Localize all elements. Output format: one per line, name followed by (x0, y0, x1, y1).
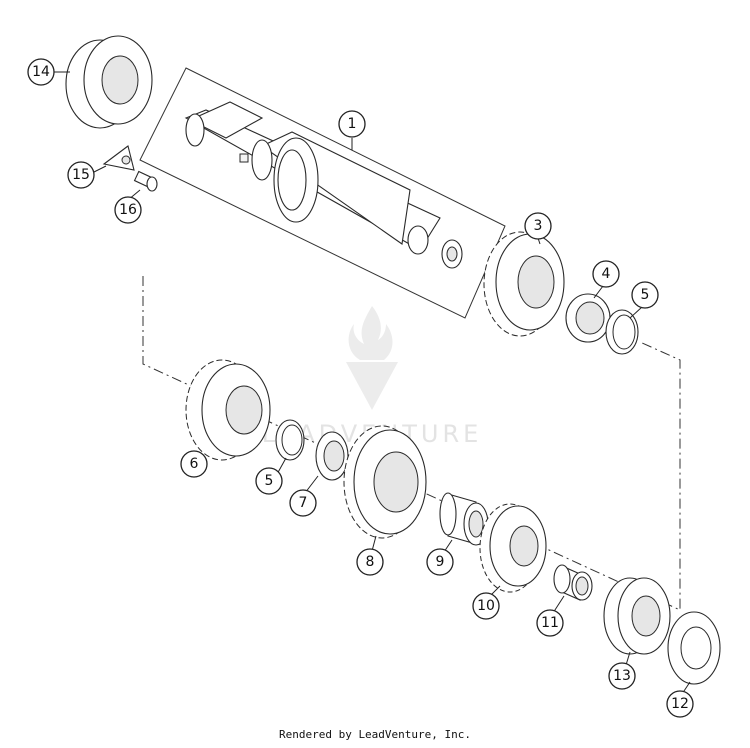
callout-3: 3 (524, 212, 552, 240)
main-shaft-frame (139, 67, 506, 319)
callout-10: 10 (472, 592, 500, 620)
v-mark-icon (346, 362, 398, 410)
svg-text:5: 5 (641, 287, 650, 303)
svg-text:4: 4 (602, 266, 611, 282)
render-credit: Rendered by LeadVenture, Inc. (278, 728, 472, 741)
callout-5-lower: 5 (255, 467, 283, 495)
svg-text:14: 14 (32, 64, 50, 80)
needle-bearing-small (441, 239, 463, 269)
callout-1: 1 (338, 110, 366, 138)
callout-8: 8 (356, 548, 384, 576)
lock-plate-15 (102, 145, 135, 171)
callout-16: 16 (114, 196, 142, 224)
thrust-washer-12 (667, 611, 721, 685)
gear-3 (483, 231, 565, 337)
svg-text:5: 5 (265, 473, 274, 489)
gear-set-boundary (142, 276, 681, 611)
screw-16 (133, 170, 158, 192)
callout-6: 6 (180, 450, 208, 478)
svg-text:12: 12 (671, 696, 689, 712)
svg-text:13: 13 (613, 668, 631, 684)
flame-icon (348, 306, 393, 360)
svg-text:11: 11 (541, 615, 559, 631)
callout-13: 13 (608, 662, 636, 690)
sleeve-11 (553, 564, 593, 601)
svg-text:1: 1 (348, 116, 357, 132)
spacer-ring-4 (565, 293, 611, 343)
callout-7: 7 (289, 489, 317, 517)
svg-text:8: 8 (366, 554, 375, 570)
circlip-5-lower (275, 419, 305, 461)
circlip-5-upper (605, 309, 639, 355)
callout-12: 12 (666, 690, 694, 718)
svg-text:15: 15 (72, 167, 90, 183)
ball-bearing-14 (65, 35, 153, 129)
svg-text:10: 10 (477, 598, 495, 614)
svg-text:7: 7 (299, 495, 308, 511)
washer-7 (315, 431, 349, 481)
svg-text:6: 6 (190, 456, 199, 472)
callout-15: 15 (67, 161, 95, 189)
callout-4: 4 (592, 260, 620, 288)
gear-6 (185, 359, 271, 461)
gear-8 (343, 425, 427, 539)
ball-bearing-13 (603, 577, 671, 655)
bushing-9 (439, 492, 489, 546)
svg-text:9: 9 (436, 554, 445, 570)
callout-9: 9 (426, 548, 454, 576)
callout-14: 14 (27, 58, 55, 86)
svg-text:3: 3 (534, 218, 543, 234)
callout-11: 11 (536, 609, 564, 637)
gear-10 (479, 503, 547, 593)
svg-text:16: 16 (119, 202, 137, 218)
main-shaft (184, 101, 441, 255)
callout-5-upper: 5 (631, 281, 659, 309)
